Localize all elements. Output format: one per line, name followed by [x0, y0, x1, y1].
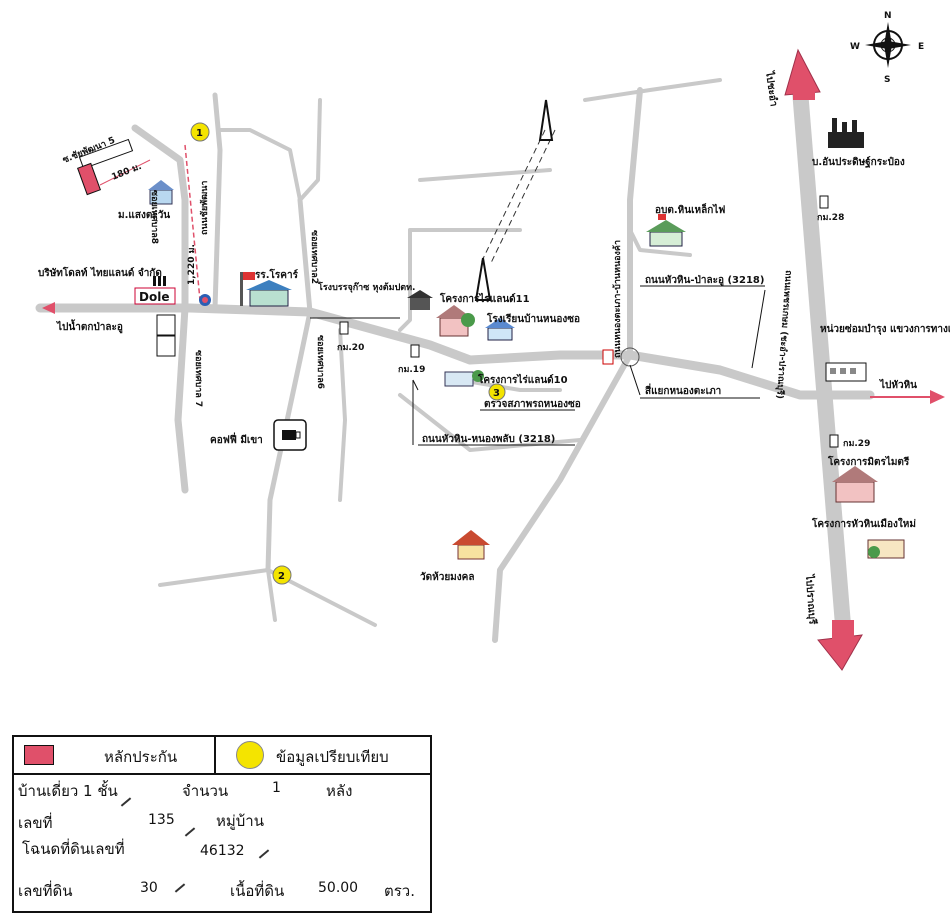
km-post-icon-20 [339, 321, 349, 335]
label-to-nam-tok: ไปน้ำตกป่าละอู [56, 319, 123, 334]
count-value: 1 [272, 780, 281, 796]
power-line [474, 99, 556, 301]
road-network [35, 78, 875, 658]
label-road-huahin-nongphlap: ถนนหัวหิน-หนองพลับ (3218) [422, 433, 555, 445]
label-village-sangtawan: ม.แสงตะวัน [118, 209, 170, 221]
label-coffee: คอฟฟี่ มีเขา [210, 432, 263, 446]
svg-text:3: 3 [493, 388, 500, 399]
label-km20: กม.20 [337, 343, 364, 353]
highway-arrows [42, 48, 945, 671]
number-label: เลขที่ [18, 814, 53, 832]
project-raeland10-icon [444, 370, 484, 387]
area-label: เนื้อที่ดิน [230, 882, 285, 900]
label-km28: กม.28 [817, 213, 844, 223]
comparison-marker-2: 2 [272, 565, 292, 585]
legend-table: หลักประกัน ข้อมูลเปรียบเทียบ บ้านเดี่ยว … [12, 735, 432, 913]
label-factory-can: บ.อันประดิษฐ์กระป๋อง [812, 156, 905, 168]
label-school-rongkhan: รร.โรคาร์ [255, 268, 299, 281]
label-maintenance-unit: หน่วยซ่อมบำรุง แขวงการทางเคลื่อนที่ [820, 321, 950, 335]
coffee-icon [273, 419, 307, 451]
label-km19: กม.19 [398, 365, 425, 375]
km-post-icon-19 [410, 344, 420, 358]
building-blocks [156, 314, 176, 357]
school-icon-rongkhan [240, 272, 292, 307]
count-label: จำนวน [182, 782, 229, 800]
label-obt-hinlekfai: อบต.หินเหล็กไฟ [655, 202, 725, 216]
label-distance-1220: 1,220 ม. [187, 244, 197, 285]
label-gas-station: โรงบรรจุก๊าซ หุงต้มปตท. [317, 281, 415, 293]
label-road-chaiyaphan: ถนนชัยพัฒนา [199, 181, 210, 235]
village-label: หมู่บ้าน [216, 812, 264, 830]
label-km29: กม.29 [843, 439, 870, 449]
label-soi-6: ซอยเทศบาล6 [315, 335, 325, 389]
number-value: 135 [148, 812, 175, 828]
project-raeland11-icon [436, 305, 475, 337]
svg-text:W: W [850, 42, 860, 52]
power-tower-icon [538, 99, 554, 141]
legend-header: หลักประกัน ข้อมูลเปรียบเทียบ [14, 737, 430, 775]
label-road-nongkae: ถนนหนองตะเภา-บ้านหนองค้า [612, 240, 623, 358]
label-to-huahin: ไปหัวหิน [879, 378, 917, 391]
project-huahin-muangmai-icon [867, 539, 905, 559]
legend-collateral-label: หลักประกัน [104, 748, 178, 766]
gas-plant-icon [407, 290, 433, 310]
comparison-swatch-icon [236, 741, 264, 769]
label-project-mitrmaitree: โครงการมิตรไมตรี [827, 455, 910, 468]
label-to-pranburi: ไปปราณบุรี [803, 573, 820, 625]
dole-logo: Dole [134, 276, 176, 305]
label-soi-8: ซอยเทศบาล8 [149, 190, 159, 244]
obt-icon [646, 214, 686, 247]
deed-label: โฉนดที่ดินเลขที่ [22, 840, 125, 858]
label-health-station: ตรวจสภาพรถหนองซอ [484, 399, 581, 410]
km-post-icon-28 [819, 195, 829, 209]
comparison-marker-1: 1 [190, 122, 210, 142]
label-company-dole: บริษัทโดลท์ ไทยแลนด์ จำกัด [38, 266, 162, 279]
svg-text:1: 1 [196, 128, 203, 139]
km-post-icon-29 [829, 434, 839, 448]
power-tower-icon-2 [474, 257, 492, 301]
callout-lines [310, 285, 766, 446]
area-value: 50.00 [318, 880, 359, 896]
label-highway-phetkasem: ถนนเพชรเกษม (ชะอำ-ปราณบุรี) [774, 270, 794, 400]
temple-icon [452, 530, 490, 560]
school-icon-nongsor [485, 318, 515, 341]
label-to-cha-am: ไปชะอำ [763, 70, 781, 108]
deed-value: 46132 [200, 843, 245, 859]
project-mitrmaitree-icon [832, 466, 878, 503]
land-no-value: 30 [140, 880, 158, 896]
label-project-raeland11: โครงการไร่แลนด์11 [439, 292, 530, 305]
legend-comparison-label: ข้อมูลเปรียบเทียบ [276, 748, 389, 766]
svg-text:S: S [884, 75, 890, 85]
label-school-ban-nongsor: โรงเรียนบ้านหนองซอ [486, 312, 580, 325]
land-no-label: เลขที่ดิน [18, 882, 73, 900]
factory-icon [828, 118, 864, 148]
label-project-raeland10: โครงการไร่แลนด์10 [477, 373, 568, 386]
house-icon-sangtawan [148, 180, 174, 205]
area-unit: ตรว. [384, 882, 415, 900]
maintenance-icon [825, 362, 867, 382]
collateral-location [76, 138, 201, 301]
collateral-swatch-icon [24, 745, 54, 765]
comparison-marker-3: 3 [488, 383, 506, 401]
svg-text:E: E [918, 42, 924, 52]
svg-text:Dole: Dole [139, 290, 169, 304]
label-road-huahin-palau: ถนนหัวหิน-ป่าละอู (3218) [645, 274, 764, 287]
label-junction-nongtaphao: สี่แยกหนองตะเภา [645, 383, 721, 397]
svg-text:2: 2 [278, 571, 285, 582]
label-soi-2: ซอยเทศบาล2 [309, 230, 319, 284]
label-distance-180: 180 ม. [110, 162, 143, 183]
house-type-label: บ้านเดี่ยว 1 ชั้น [18, 782, 118, 800]
compass-rose-icon: N S W E [850, 11, 924, 85]
label-soi-7: ซอยเทศบาล 7 [193, 350, 203, 407]
count-unit: หลัง [326, 782, 353, 800]
ptt-gas-icon [199, 294, 211, 306]
label-project-huahin-muangmai: โครงการหัวหินเมืองใหม่ [811, 517, 916, 530]
svg-text:N: N [884, 11, 892, 21]
label-wat-huaimongkol: วัดห้วยมงคล [420, 571, 474, 583]
